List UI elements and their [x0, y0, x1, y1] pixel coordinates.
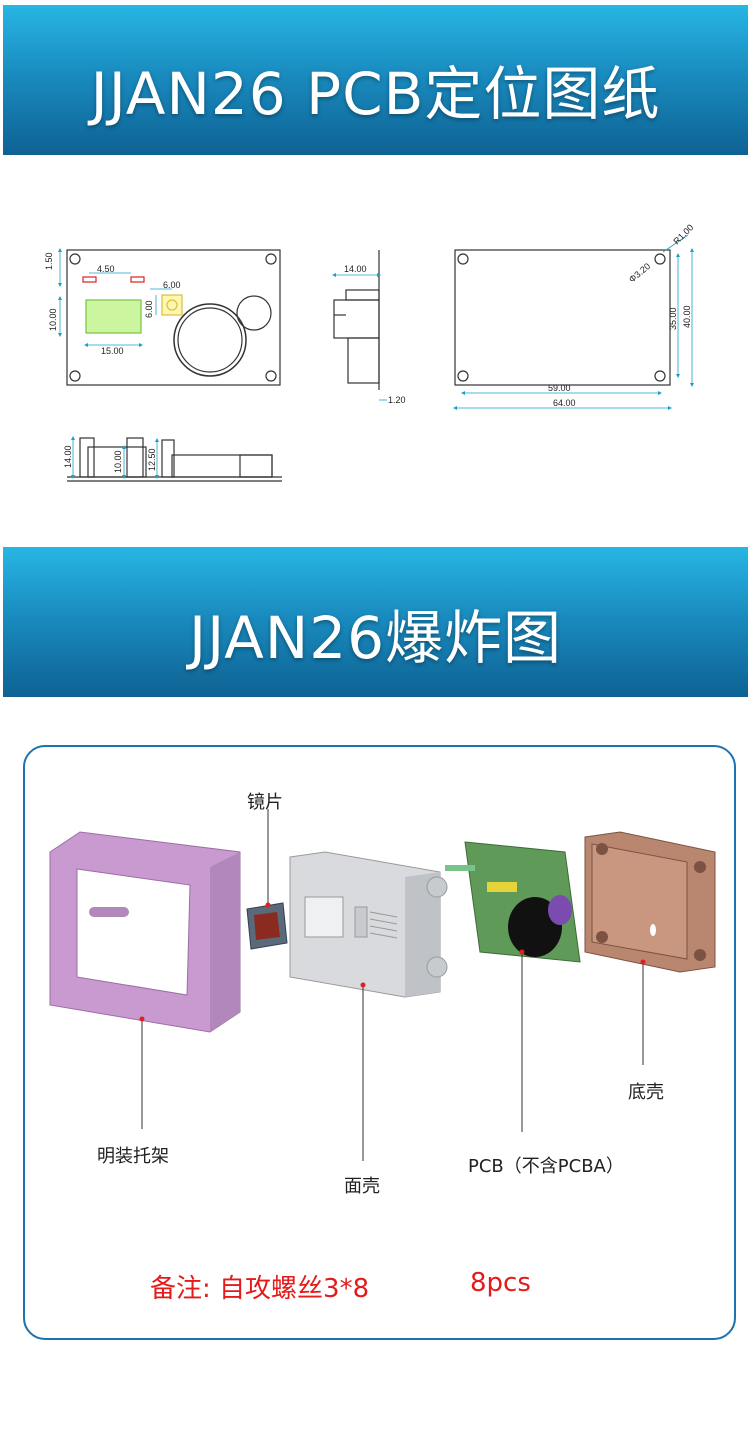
- dim-14-00-side: 14.00: [63, 445, 73, 468]
- dim-14-00-top: 14.00: [344, 264, 367, 274]
- dim-40-00: 40.00: [682, 305, 692, 328]
- dim-59-00: 59.00: [548, 383, 571, 393]
- title-banner-positioning: JJAN26 PCB定位图纸: [3, 5, 748, 155]
- front-view: [66, 249, 281, 386]
- dim-12-50: 12.50: [147, 448, 157, 471]
- side-view-dimensions: [332, 273, 387, 401]
- dim-phi-3-20: Φ3.20: [627, 261, 652, 285]
- dim-4-50: 4.50: [97, 264, 115, 274]
- dim-15-00: 15.00: [101, 346, 124, 356]
- label-bracket: 明装托架: [97, 1146, 169, 1167]
- face-shell-image: [289, 851, 448, 998]
- title-banner-exploded: JJAN26爆炸图: [3, 547, 748, 697]
- bottom-shell-image: [584, 831, 716, 973]
- bracket-image: [49, 831, 241, 1033]
- dim-35-00: 35.00: [668, 307, 678, 330]
- rear-view: [454, 249, 671, 386]
- pcb-image: [445, 841, 581, 963]
- dim-1-20: 1.20: [388, 395, 406, 405]
- dim-6-00-h: 6.00: [163, 280, 181, 290]
- banner-title: JJAN26 PCB定位图纸: [90, 60, 661, 128]
- bottom-view-dimensions: [71, 436, 159, 479]
- dim-10-00: 10.00: [48, 308, 58, 331]
- label-face-shell: 面壳: [344, 1176, 380, 1197]
- lens-image: [246, 902, 288, 950]
- pcb-positioning-drawing: 1.50 4.50 6.00 6.00 10.00 15.00 14.00 1.…: [44, 222, 695, 482]
- dim-6-00-v: 6.00: [144, 300, 154, 318]
- dim-1-50: 1.50: [44, 252, 54, 270]
- label-lens: 镜片: [247, 792, 283, 813]
- label-pcb: PCB（不含PCBA）: [468, 1156, 624, 1177]
- label-bottom-shell: 底壳: [628, 1082, 664, 1103]
- banner-title: JJAN26爆炸图: [188, 604, 563, 672]
- dim-64-00: 64.00: [553, 398, 576, 408]
- front-view-dimensions: [58, 248, 172, 347]
- exploded-view-illustration: [49, 809, 716, 1161]
- note-screws: 备注: 自攻螺丝3*8: [150, 1274, 370, 1304]
- rear-view-dimensions: [453, 234, 694, 410]
- dim-r1-00: R1.00: [671, 222, 695, 246]
- dim-10-00-side: 10.00: [113, 450, 123, 473]
- bottom-view: [67, 437, 282, 482]
- note-quantity: 8pcs: [470, 1268, 531, 1298]
